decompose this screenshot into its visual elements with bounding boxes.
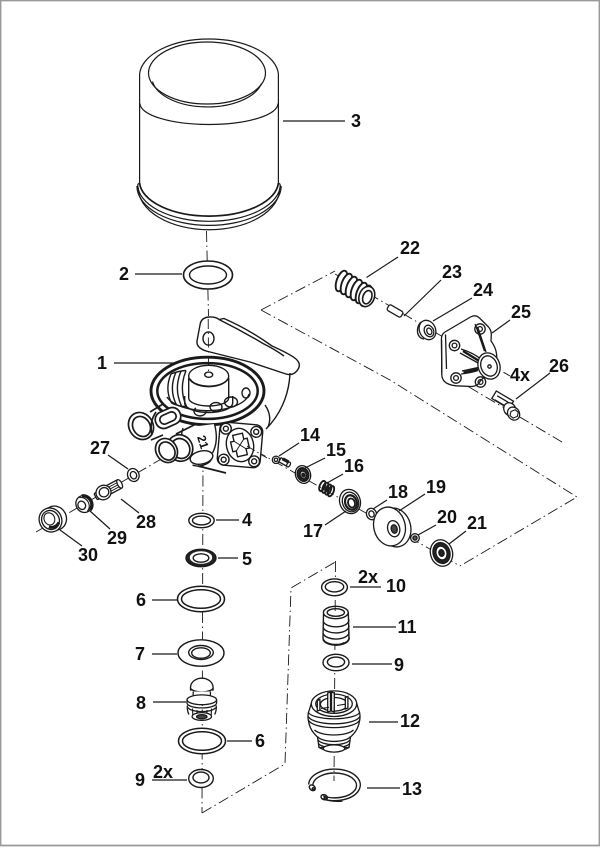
svg-text:13: 13 [402, 779, 422, 799]
svg-text:22: 22 [400, 238, 420, 258]
svg-text:23: 23 [442, 262, 462, 282]
svg-text:20: 20 [437, 507, 457, 527]
svg-text:21: 21 [194, 434, 212, 451]
svg-text:17: 17 [303, 521, 323, 541]
svg-text:6: 6 [255, 731, 265, 751]
svg-text:15: 15 [326, 440, 346, 460]
svg-text:1: 1 [97, 353, 107, 373]
svg-text:21: 21 [467, 513, 487, 533]
svg-text:4: 4 [242, 510, 252, 530]
svg-text:6: 6 [136, 590, 146, 610]
svg-text:28: 28 [136, 512, 156, 532]
svg-text:4x: 4x [510, 365, 530, 385]
svg-text:25: 25 [511, 302, 531, 322]
svg-text:9: 9 [394, 655, 404, 675]
svg-text:18: 18 [388, 482, 408, 502]
svg-text:8: 8 [136, 693, 146, 713]
svg-text:27: 27 [90, 438, 110, 458]
svg-text:3: 3 [351, 111, 361, 131]
svg-text:14: 14 [300, 425, 320, 445]
svg-text:2x: 2x [153, 762, 173, 782]
svg-text:16: 16 [344, 456, 364, 476]
svg-text:7: 7 [135, 644, 145, 664]
svg-text:11: 11 [397, 617, 416, 637]
svg-text:5: 5 [242, 549, 252, 569]
svg-text:29: 29 [107, 528, 127, 548]
svg-text:9: 9 [135, 770, 145, 790]
svg-text:24: 24 [473, 280, 493, 300]
svg-text:26: 26 [549, 356, 569, 376]
svg-text:10: 10 [386, 576, 406, 596]
svg-text:12: 12 [400, 711, 420, 731]
svg-text:2x: 2x [358, 567, 378, 587]
svg-text:30: 30 [78, 545, 98, 565]
svg-text:19: 19 [426, 477, 446, 497]
svg-text:2: 2 [119, 264, 129, 284]
